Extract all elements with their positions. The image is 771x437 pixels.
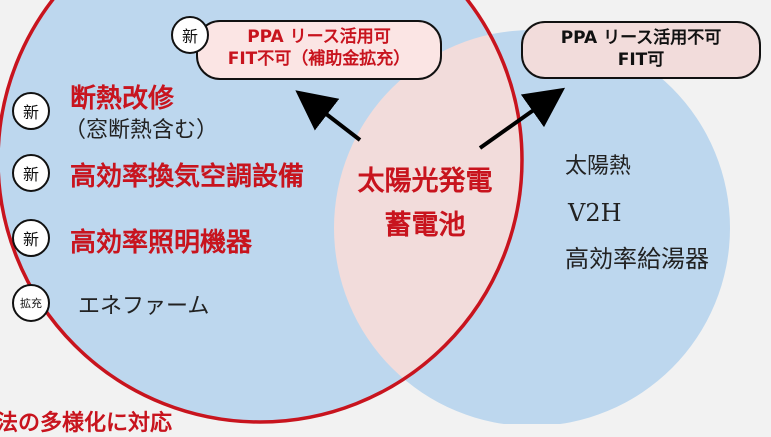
arrow-to-left-box [295, 90, 362, 142]
overlap-region [334, 30, 522, 422]
expand-badge-enefarm: 拡充 [12, 284, 50, 322]
item-v2h: V2H [568, 199, 622, 227]
new-badge-left-box: 新 [171, 16, 209, 54]
right-box-line1: PPA リース活用不可 [560, 28, 722, 48]
left-box-line1: PPA リース活用可 [247, 27, 391, 47]
item-lighting-label: 高効率照明機器 [70, 228, 253, 258]
right-box-line2: FIT可 [617, 50, 665, 70]
item-insulation-sub: （窓断熱含む） [64, 118, 219, 143]
overlap-label-solar: 太陽光発電 [357, 166, 493, 197]
right-info-box: PPA リース活用不可 FIT可 [521, 21, 761, 79]
left-circle-outline [0, 0, 524, 424]
item-insulation-label: 断熱改修 [70, 84, 175, 114]
new-badge-lighting: 新 [12, 219, 50, 257]
left-info-box: PPA リース活用可 FIT不可（補助金拡充） [196, 20, 442, 80]
bottom-caption: 法の多様化に対応 [0, 411, 173, 436]
new-badge-hvac: 新 [12, 154, 50, 192]
left-box-line2: FIT不可（補助金拡充） [227, 49, 411, 69]
new-badge-insulation: 新 [12, 92, 50, 130]
arrow-to-right-box [478, 87, 566, 150]
overlap-label-battery: 蓄電池 [384, 210, 466, 241]
item-water-heater: 高効率給湯器 [565, 245, 709, 273]
item-hvac-label: 高効率換気空調設備 [70, 162, 305, 192]
item-solar-thermal: 太陽熱 [565, 154, 632, 179]
venn-diagram [0, 0, 730, 424]
item-enefarm-label: エネファーム [78, 294, 210, 319]
